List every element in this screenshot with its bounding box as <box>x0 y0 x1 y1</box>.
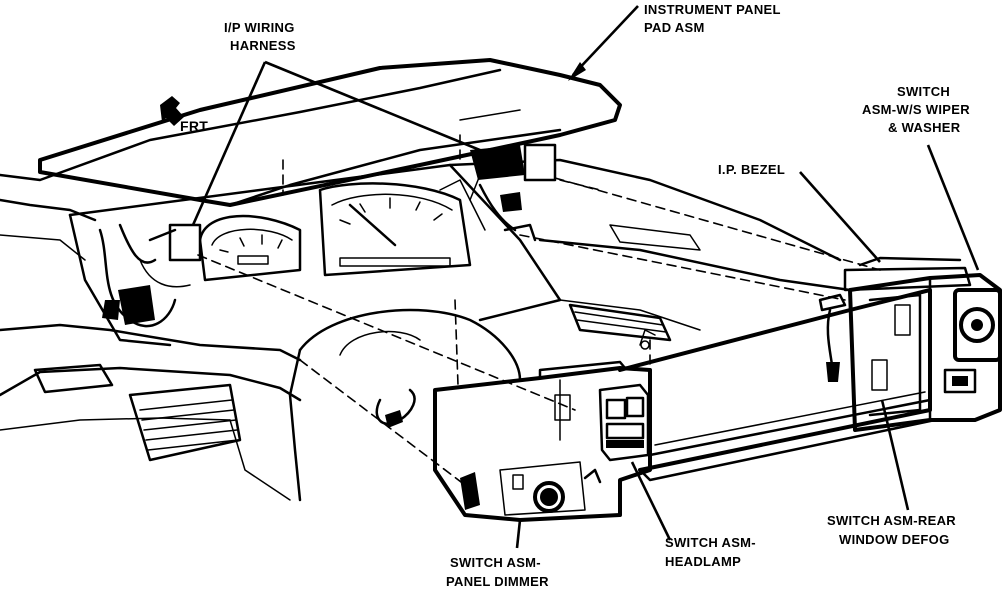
wiper-label-line2: ASM-W/S WIPER <box>862 102 970 117</box>
gauge-cluster <box>198 179 472 282</box>
headlamp-label-line1: SWITCH ASM- <box>665 535 756 550</box>
alignment-dashes <box>197 134 881 486</box>
pad-label-line2: PAD ASM <box>644 20 705 35</box>
front-direction-arrow-icon <box>160 96 184 126</box>
wiper-label-line3: & WASHER <box>888 120 961 135</box>
headlamp-label-line2: HEADLAMP <box>665 554 741 569</box>
headlamp-switch-housing <box>433 360 652 522</box>
defog-label-line2: WINDOW DEFOG <box>839 532 949 547</box>
frt-label: FRT <box>180 118 208 134</box>
defog-label-line1: SWITCH ASM-REAR <box>827 513 956 528</box>
wiring-harness-left <box>98 223 202 328</box>
dangling-connectors <box>375 308 840 428</box>
instrument-panel-pad <box>38 58 622 207</box>
wiring-harness-label-line2: HARNESS <box>230 38 296 53</box>
leader-lines <box>191 5 980 549</box>
wiring-harness-right <box>469 143 557 242</box>
dimmer-label-line2: PANEL DIMMER <box>446 574 549 589</box>
dashboard-body <box>0 68 852 502</box>
pad-label-line1: INSTRUMENT PANEL <box>644 2 781 17</box>
ip-bezel <box>618 256 972 482</box>
wiper-label-line1: SWITCH <box>897 84 950 99</box>
dimmer-label-line1: SWITCH ASM- <box>450 555 541 570</box>
rear-defog-switch-housing <box>818 273 1002 432</box>
bezel-label: I.P. BEZEL <box>718 162 785 177</box>
wiring-harness-label-line1: I/P WIRING <box>224 20 295 35</box>
